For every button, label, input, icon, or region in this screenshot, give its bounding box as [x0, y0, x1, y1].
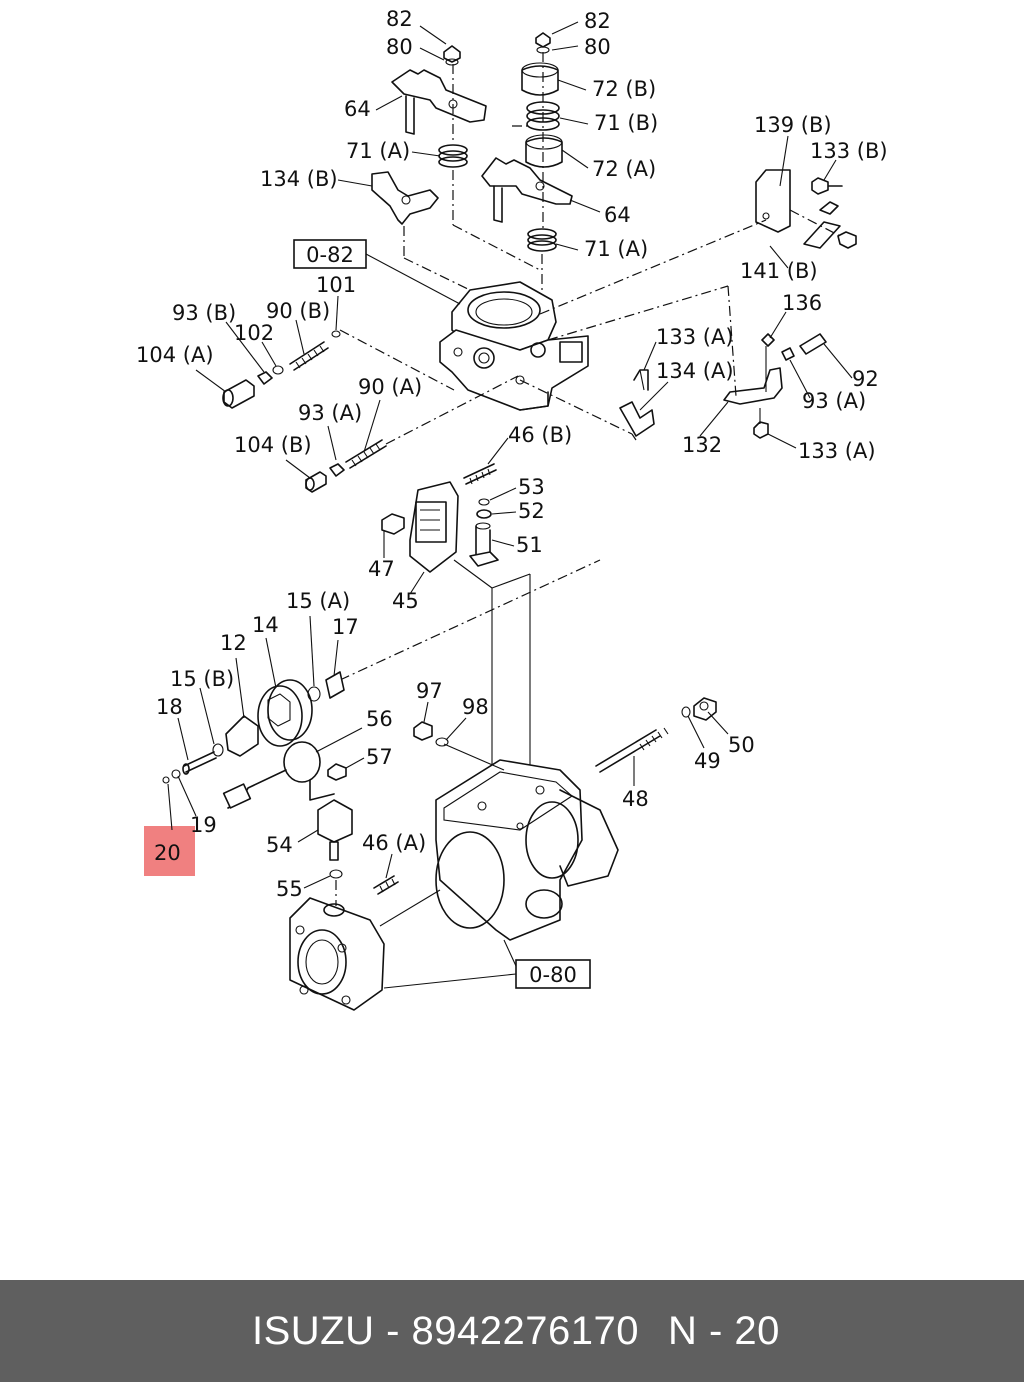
part-label-64: 64: [604, 203, 631, 227]
part-label-18: 18: [156, 695, 183, 719]
part-label-80: 80: [386, 35, 413, 59]
part-label-72a: 72 (A): [592, 157, 656, 181]
fuel-cut-group: [162, 559, 601, 895]
part-label-90a: 90 (A): [358, 375, 422, 399]
footer-bar: ISUZU - 8942276170 N - 20: [0, 1280, 1024, 1382]
part-label-98: 98: [462, 695, 489, 719]
page-reference: N - 20: [668, 1309, 780, 1353]
part-label-139b: 139 (B): [754, 113, 832, 137]
ref-box-0-82: [293, 239, 367, 269]
part-label-46b: 46 (B): [508, 423, 572, 447]
part-label-132: 132: [682, 433, 722, 457]
part-label-97: 97: [416, 679, 443, 703]
part-label-82: 82: [584, 9, 611, 33]
part-label-19: 19: [190, 813, 217, 837]
part-label-54: 54: [266, 833, 293, 857]
part-label-93a: 93 (A): [802, 389, 866, 413]
part-label-133b: 133 (B): [810, 139, 888, 163]
part-label-50: 50: [728, 733, 755, 757]
part-label-133a: 133 (A): [798, 439, 876, 463]
part-label-104a: 104 (A): [136, 343, 214, 367]
leader-lines: [167, 21, 853, 889]
lever-block-45: [381, 463, 531, 800]
part-label-82: 82: [386, 7, 413, 31]
ref-box-0-80: [515, 959, 591, 989]
part-label-101: 101: [316, 273, 356, 297]
pump-body: [289, 697, 717, 1011]
part-label-47: 47: [368, 557, 395, 581]
part-label-93a: 93 (A): [298, 401, 362, 425]
part-label-64: 64: [344, 97, 371, 121]
part-label-72b: 72 (B): [592, 77, 656, 101]
part-number-caption: ISUZU - 8942276170: [252, 1309, 640, 1353]
part-label-71a: 71 (A): [346, 139, 410, 163]
parts-diagram: 0-82 0-80 82 80 82 80 64 72 (B) 71 (B) 7…: [136, 7, 888, 1011]
part-label-92: 92: [852, 367, 879, 391]
part-label-15b: 15 (B): [170, 667, 234, 691]
part-label-133a: 133 (A): [656, 325, 734, 349]
part-label-55: 55: [276, 877, 303, 901]
part-label-52: 52: [518, 499, 545, 523]
part-label-12: 12: [220, 631, 247, 655]
governor-housing: [439, 281, 589, 411]
bracket-group-right: [519, 169, 857, 441]
part-label-15a: 15 (A): [286, 589, 350, 613]
part-label-102: 102: [234, 321, 274, 345]
part-label-71a: 71 (A): [584, 237, 648, 261]
part-label-56: 56: [366, 707, 393, 731]
part-label-134a: 134 (A): [656, 359, 734, 383]
highlight-box-20: [144, 826, 195, 876]
part-label-71b: 71 (B): [594, 111, 658, 135]
ref-label-0-80: 0-80: [529, 963, 577, 987]
lever-assembly-left: [371, 45, 487, 225]
part-label-48: 48: [622, 787, 649, 811]
part-label-90b: 90 (B): [266, 299, 330, 323]
part-label-80: 80: [584, 35, 611, 59]
part-label-51: 51: [516, 533, 543, 557]
assembly-lines-top: [403, 52, 544, 292]
ref-label-0-82: 0-82: [306, 243, 354, 267]
lever-assembly-right: [481, 32, 573, 252]
fittings-left: [222, 329, 519, 493]
part-label-14: 14: [252, 613, 279, 637]
part-label-53: 53: [518, 475, 545, 499]
part-label-57: 57: [366, 745, 393, 769]
part-label-17: 17: [332, 615, 359, 639]
part-label-20: 20: [154, 841, 181, 865]
part-label-136: 136: [782, 291, 822, 315]
part-label-141b: 141 (B): [740, 259, 818, 283]
part-labels: 82 80 82 80 64 72 (B) 71 (B) 71 (A) 72 (…: [136, 7, 888, 901]
part-label-93b: 93 (B): [172, 301, 236, 325]
part-label-46a: 46 (A): [362, 831, 426, 855]
part-label-45: 45: [392, 589, 419, 613]
part-label-134b: 134 (B): [260, 167, 338, 191]
part-label-49: 49: [694, 749, 721, 773]
part-label-104b: 104 (B): [234, 433, 312, 457]
